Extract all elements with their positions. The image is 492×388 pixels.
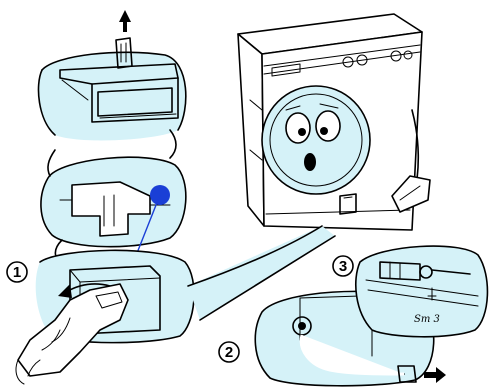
- step-2-badge: 2: [218, 341, 240, 363]
- arrow-right-icon: [424, 367, 446, 383]
- washing-machine-icon: [237, 13, 431, 231]
- step-1-badge: 1: [6, 261, 28, 283]
- step-3-number: 3: [339, 258, 347, 275]
- connector-beam: [187, 225, 336, 321]
- step-3-badge: 3: [332, 255, 354, 277]
- detail-step-3: Sm 3 3: [332, 245, 489, 338]
- detail-panel-lift: [37, 10, 187, 159]
- step-1-number: 1: [13, 264, 21, 281]
- arrow-up-icon: [119, 10, 131, 32]
- hand-icon: [15, 283, 129, 385]
- arrow-left-curved-icon: [58, 283, 111, 298]
- detail-step-1: 1: [6, 249, 195, 385]
- step-2-number: 2: [225, 344, 233, 361]
- handwritten-note: Sm 3: [414, 314, 440, 325]
